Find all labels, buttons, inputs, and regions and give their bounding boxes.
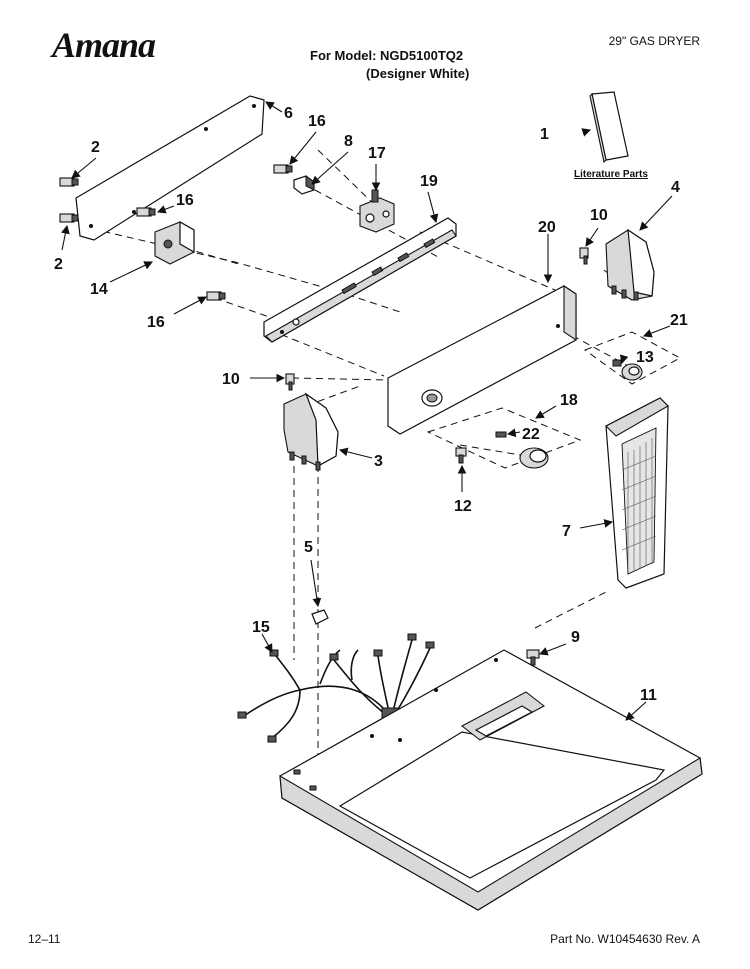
leader-lines — [61, 101, 673, 721]
part-13-knob — [612, 359, 643, 381]
part-22-knob — [495, 431, 549, 469]
part-19-bracket — [263, 217, 457, 343]
callout-20: 20 — [538, 219, 556, 236]
callout-12: 12 — [454, 498, 472, 515]
product-title: 29" GAS DRYER — [608, 34, 700, 48]
callout-16: 16 — [308, 113, 326, 130]
callout-13: 13 — [636, 349, 654, 366]
callout-19: 19 — [420, 173, 438, 190]
part-7-lint-screen — [605, 397, 669, 589]
callout-10: 10 — [222, 371, 240, 388]
part-16-screws — [136, 164, 293, 301]
part-4-endcap — [605, 228, 655, 301]
callout-16: 16 — [147, 314, 165, 331]
part-20-console — [387, 284, 577, 435]
callout-3: 3 — [374, 453, 383, 470]
callout-10: 10 — [590, 207, 608, 224]
part-number: Part No. W10454630 Rev. A — [550, 932, 700, 946]
literature-parts-label: Literature Parts — [574, 169, 648, 180]
callout-16: 16 — [176, 192, 194, 209]
part-9-screw — [526, 649, 540, 666]
part-14-timer — [154, 220, 195, 265]
callout-11: 11 — [640, 687, 657, 704]
variant-line: (Designer White) — [366, 66, 470, 81]
callout-4: 4 — [671, 179, 680, 196]
callout-5: 5 — [304, 539, 313, 556]
revision-date: 12–11 — [28, 932, 61, 946]
part-12-screw — [455, 447, 467, 464]
callout-6: 6 — [284, 105, 293, 122]
part-5-clip — [311, 609, 329, 625]
part-17-switch — [359, 189, 395, 233]
part-3-endcap — [283, 392, 339, 471]
callout-numbers: 1 2 2 3 4 5 6 7 8 9 10 10 11 12 13 14 15… — [54, 105, 688, 704]
callout-1: 1 — [540, 126, 549, 143]
model-line: For Model: NGD5100TQ2 — [310, 48, 464, 63]
callout-22: 22 — [522, 426, 540, 443]
callout-17: 17 — [368, 145, 386, 162]
part-11-top-panel — [279, 649, 703, 911]
callout-2: 2 — [91, 139, 100, 156]
callout-14: 14 — [90, 281, 108, 298]
callout-8: 8 — [344, 133, 353, 150]
callout-2: 2 — [54, 256, 63, 273]
part-1-literature — [589, 91, 629, 164]
part-2-screws — [59, 177, 79, 223]
callout-18: 18 — [560, 392, 578, 409]
callout-15: 15 — [252, 619, 270, 636]
part-6-panel — [75, 95, 265, 241]
part-10-screws — [285, 247, 589, 391]
callout-21: 21 — [670, 312, 688, 329]
callout-9: 9 — [571, 629, 580, 646]
part-8-clip — [293, 175, 315, 195]
callout-7: 7 — [562, 523, 571, 540]
brand-logo: Amana — [52, 25, 156, 65]
